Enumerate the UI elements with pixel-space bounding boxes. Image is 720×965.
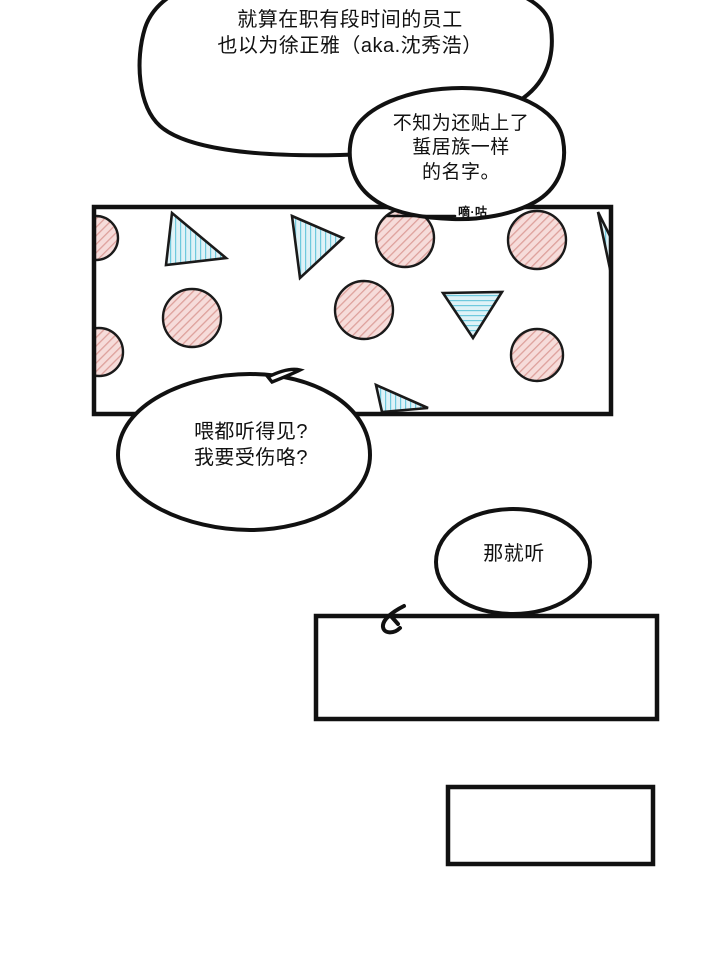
bubble-4-tail-hook [380,604,406,635]
confetti-triangle [290,213,346,281]
confetti-triangle [596,211,611,281]
speech-bubble-4-text: 那就听 [483,543,545,565]
confetti-circle [94,326,125,378]
speech-bubble-3 [116,367,372,532]
bubble-3-tail [265,367,305,385]
bubble-4-tail-hook-stroke [388,613,400,626]
murmur-sound-effect-text: 嘀·咕 [458,205,488,219]
speech-bubble-2 [347,86,567,222]
speech-bubble-2-text: 不知为还贴上了 蜇居族一样 的名字。 [392,113,530,183]
confetti-triangle [164,210,230,267]
confetti-triangle [440,290,505,341]
confetti-circle [506,209,568,271]
speech-bubble-3-text: 喂都听得见? 我要受伤咯? [193,421,309,469]
confetti-circle [333,279,395,341]
panel-confetti [91,204,614,417]
panel-blank-bottom [445,784,656,867]
confetti-circle [161,287,223,349]
confetti-shapes [94,207,611,414]
speech-bubble-1-text: 就算在职有段时间的员工 也以为徐正雅（aka.沈秀浩） [217,9,483,57]
panel-blank-middle [313,604,660,722]
confetti-circle [509,327,565,383]
confetti-triangle [374,382,429,414]
